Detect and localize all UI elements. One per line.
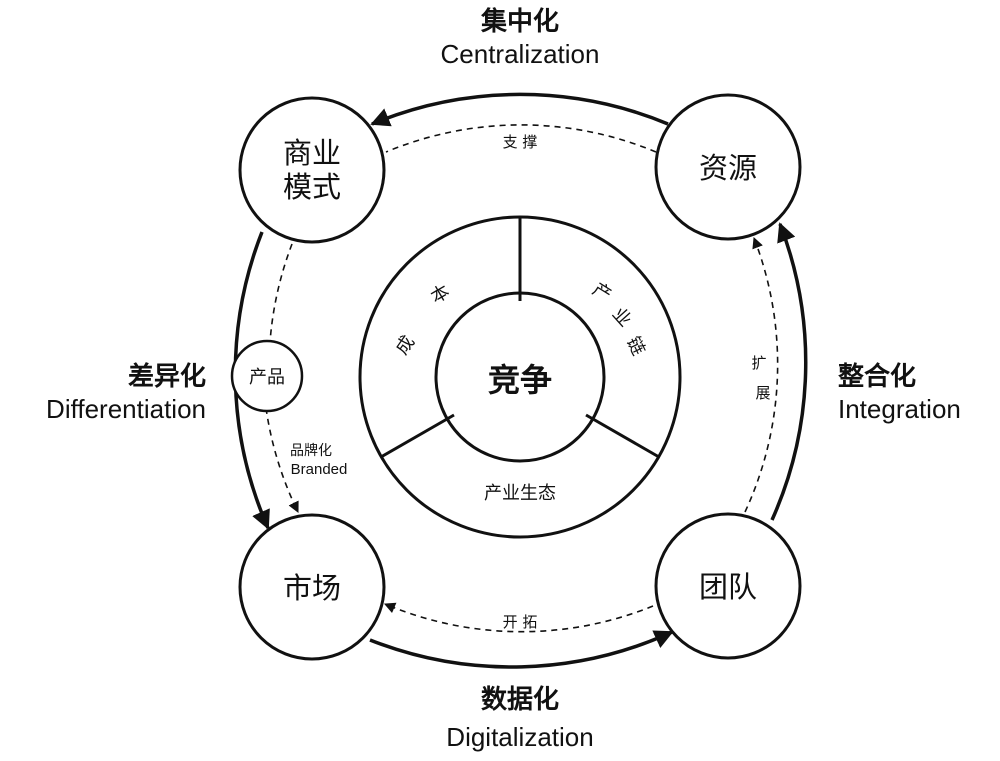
link-expand-char-2: 展 xyxy=(755,384,770,402)
strategy-left-zh: 差异化 xyxy=(128,361,206,392)
node-market-label: 市场 xyxy=(283,571,341,605)
link-branded-en: Branded xyxy=(291,461,348,478)
strategy-top-zh: 集中化 xyxy=(480,6,559,37)
node-team xyxy=(654,512,802,660)
centralization-arc xyxy=(370,92,669,127)
product-to-market-dashed xyxy=(265,407,299,514)
node-product xyxy=(230,339,304,413)
node-resources-label: 资源 xyxy=(699,151,757,185)
strategy-bottom-zh: 数据化 xyxy=(481,685,559,715)
center-circle xyxy=(434,291,606,463)
business-to-product-dashed xyxy=(269,243,293,343)
divider-left xyxy=(380,413,455,459)
link-expand-char-1: 扩 xyxy=(751,354,766,372)
segment-chain-char-3: 链 xyxy=(622,334,649,359)
center-label: 竞争 xyxy=(488,361,552,399)
node-business-model-line-2: 模式 xyxy=(283,170,341,204)
segment-cost-char-1: 成 xyxy=(392,332,420,359)
node-team-label: 团队 xyxy=(699,570,757,604)
strategy-right-en: Integration xyxy=(838,394,961,424)
link-support-label: 支 撑 xyxy=(503,133,538,151)
explore-dashed-arc xyxy=(383,602,654,633)
segment-chain-char-2: 业 xyxy=(608,304,636,331)
node-business-model-line-1: 商业 xyxy=(283,136,341,170)
segment-ecology-label: 产业生态 xyxy=(484,483,556,504)
node-resources xyxy=(654,93,802,241)
node-business-model xyxy=(238,96,386,244)
segment-cost-char-2: 本 xyxy=(427,281,453,308)
integration-arc xyxy=(770,222,808,521)
strategy-top-en: Centralization xyxy=(441,39,600,69)
strategy-right-zh: 整合化 xyxy=(838,361,916,392)
strategy-left-en: Differentiation xyxy=(46,394,206,424)
link-explore-label: 开 拓 xyxy=(503,613,538,631)
strategy-bottom-en: Digitalization xyxy=(446,722,593,752)
link-branded-zh: 品牌化 xyxy=(290,442,332,459)
divider-right xyxy=(585,413,660,459)
segment-chain-char-1: 产 xyxy=(589,279,615,306)
node-market xyxy=(238,513,386,661)
expand-dashed-arc xyxy=(744,236,779,513)
support-dashed-arc xyxy=(385,124,657,153)
node-product-label: 产品 xyxy=(249,367,285,388)
digitalization-arc xyxy=(369,630,674,669)
